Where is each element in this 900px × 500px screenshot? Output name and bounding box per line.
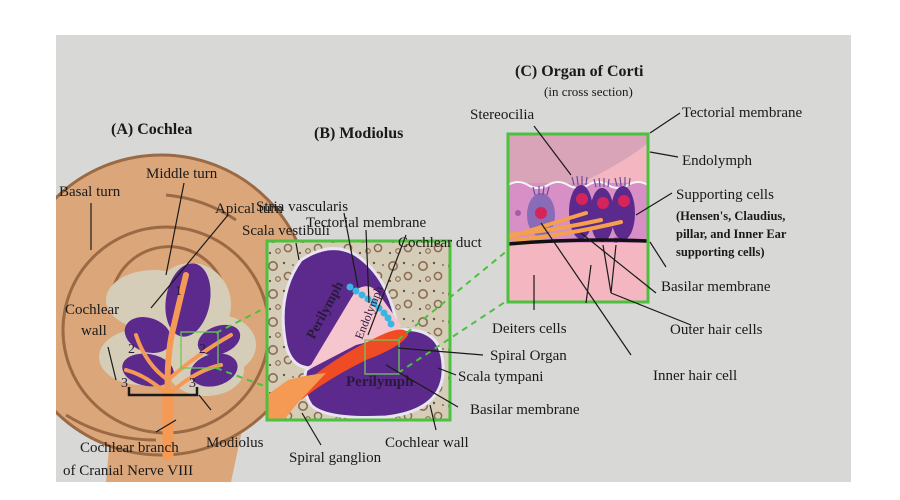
label-spiral-organ: Spiral Organ bbox=[490, 348, 567, 364]
modiolus-bracket bbox=[127, 387, 199, 397]
label-cochlear-wall-line2: wall bbox=[81, 323, 107, 339]
corti-lower-region bbox=[508, 246, 648, 302]
cochlea-zoom-box bbox=[180, 331, 219, 369]
turn-number-3-left: 3 bbox=[121, 376, 128, 391]
corti-frame bbox=[506, 132, 650, 304]
title-organ-of-corti: (C) Organ of Corti bbox=[515, 63, 644, 80]
stereocilia bbox=[532, 175, 631, 196]
label-inner-hair-cell: Inner hair cell bbox=[653, 368, 737, 384]
title-modiolus: (B) Modiolus bbox=[314, 125, 403, 142]
label-modiolus: Modiolus bbox=[206, 435, 264, 451]
tectorial-membrane-shape bbox=[508, 134, 648, 187]
label-basilar-membrane-b: Basilar membrane bbox=[470, 402, 580, 418]
label-supporting-cells: Supporting cells bbox=[676, 187, 774, 203]
spiral-ganglion-nerve bbox=[267, 373, 326, 420]
label-supporting-detail-2: pillar, and Inner Ear bbox=[676, 227, 787, 241]
turn-number-2-left: 2 bbox=[128, 342, 135, 357]
turn-number-2-right: 2 bbox=[199, 342, 206, 357]
label-endolymph-c: Endolymph bbox=[682, 153, 752, 169]
label-cochlear-duct: Cochlear duct bbox=[398, 235, 483, 251]
apical-arc bbox=[165, 193, 237, 222]
connector-b-c bbox=[397, 249, 509, 374]
leader-lines bbox=[90, 112, 692, 446]
label-spiral-ganglion: Spiral ganglion bbox=[289, 450, 382, 466]
apical-turn-shape bbox=[109, 245, 228, 301]
inner-hair-cell-nucleus bbox=[535, 207, 547, 219]
label-apical-turn: Apical turn bbox=[215, 201, 283, 217]
corti-illustration bbox=[506, 132, 650, 304]
label-outer-hair-cells: Outer hair cells bbox=[670, 322, 763, 338]
diagram-panel: 1 2 2 3 3 bbox=[56, 35, 851, 482]
label-perilymph-lower: Perilymph bbox=[346, 374, 414, 390]
label-cochlear-wall-b: Cochlear wall bbox=[385, 435, 469, 451]
modiolus-zoom-box bbox=[364, 339, 400, 375]
basilar-region bbox=[296, 329, 408, 400]
label-nerve-line2: of Cranial Nerve VIII bbox=[63, 463, 193, 479]
corti-nerve-fibers bbox=[508, 211, 623, 242]
label-deiters-cells: Deiters cells bbox=[492, 321, 567, 337]
label-basilar-membrane-c: Basilar membrane bbox=[661, 279, 771, 295]
turn-number-1: 1 bbox=[175, 284, 182, 299]
modiolus-illustration: Perilymph Endolymph Perilymph bbox=[265, 239, 452, 422]
modiolus-frame bbox=[265, 239, 452, 422]
label-supporting-detail-3: supporting cells) bbox=[676, 245, 765, 259]
label-tectorial-membrane-b: Tectorial membrane bbox=[306, 215, 426, 231]
label-supporting-detail-1: (Hensen's, Claudius, bbox=[676, 209, 785, 223]
label-tectorial-membrane-c: Tectorial membrane bbox=[682, 105, 802, 121]
label-nerve-line1: Cochlear branch bbox=[80, 440, 179, 456]
label-basal-turn: Basal turn bbox=[59, 184, 121, 200]
basilar-membrane-line bbox=[508, 238, 648, 246]
lower-arc bbox=[65, 413, 157, 442]
turn-number-3-right: 3 bbox=[189, 376, 196, 391]
title-cochlea: (A) Cochlea bbox=[111, 121, 192, 138]
label-stria-vascularis: Stria vascularis bbox=[256, 199, 348, 215]
label-middle-turn: Middle turn bbox=[146, 166, 218, 182]
subtitle-cross-section: (in cross section) bbox=[544, 84, 633, 99]
connector-a-b bbox=[215, 306, 268, 388]
label-scala-tympani: Scala tympani bbox=[458, 369, 543, 385]
label-scala-vestibuli: Scala vestibuli bbox=[242, 223, 330, 239]
label-cochlear-wall-line1: Cochlear bbox=[65, 302, 119, 318]
label-stereocilia: Stereocilia bbox=[470, 107, 534, 123]
